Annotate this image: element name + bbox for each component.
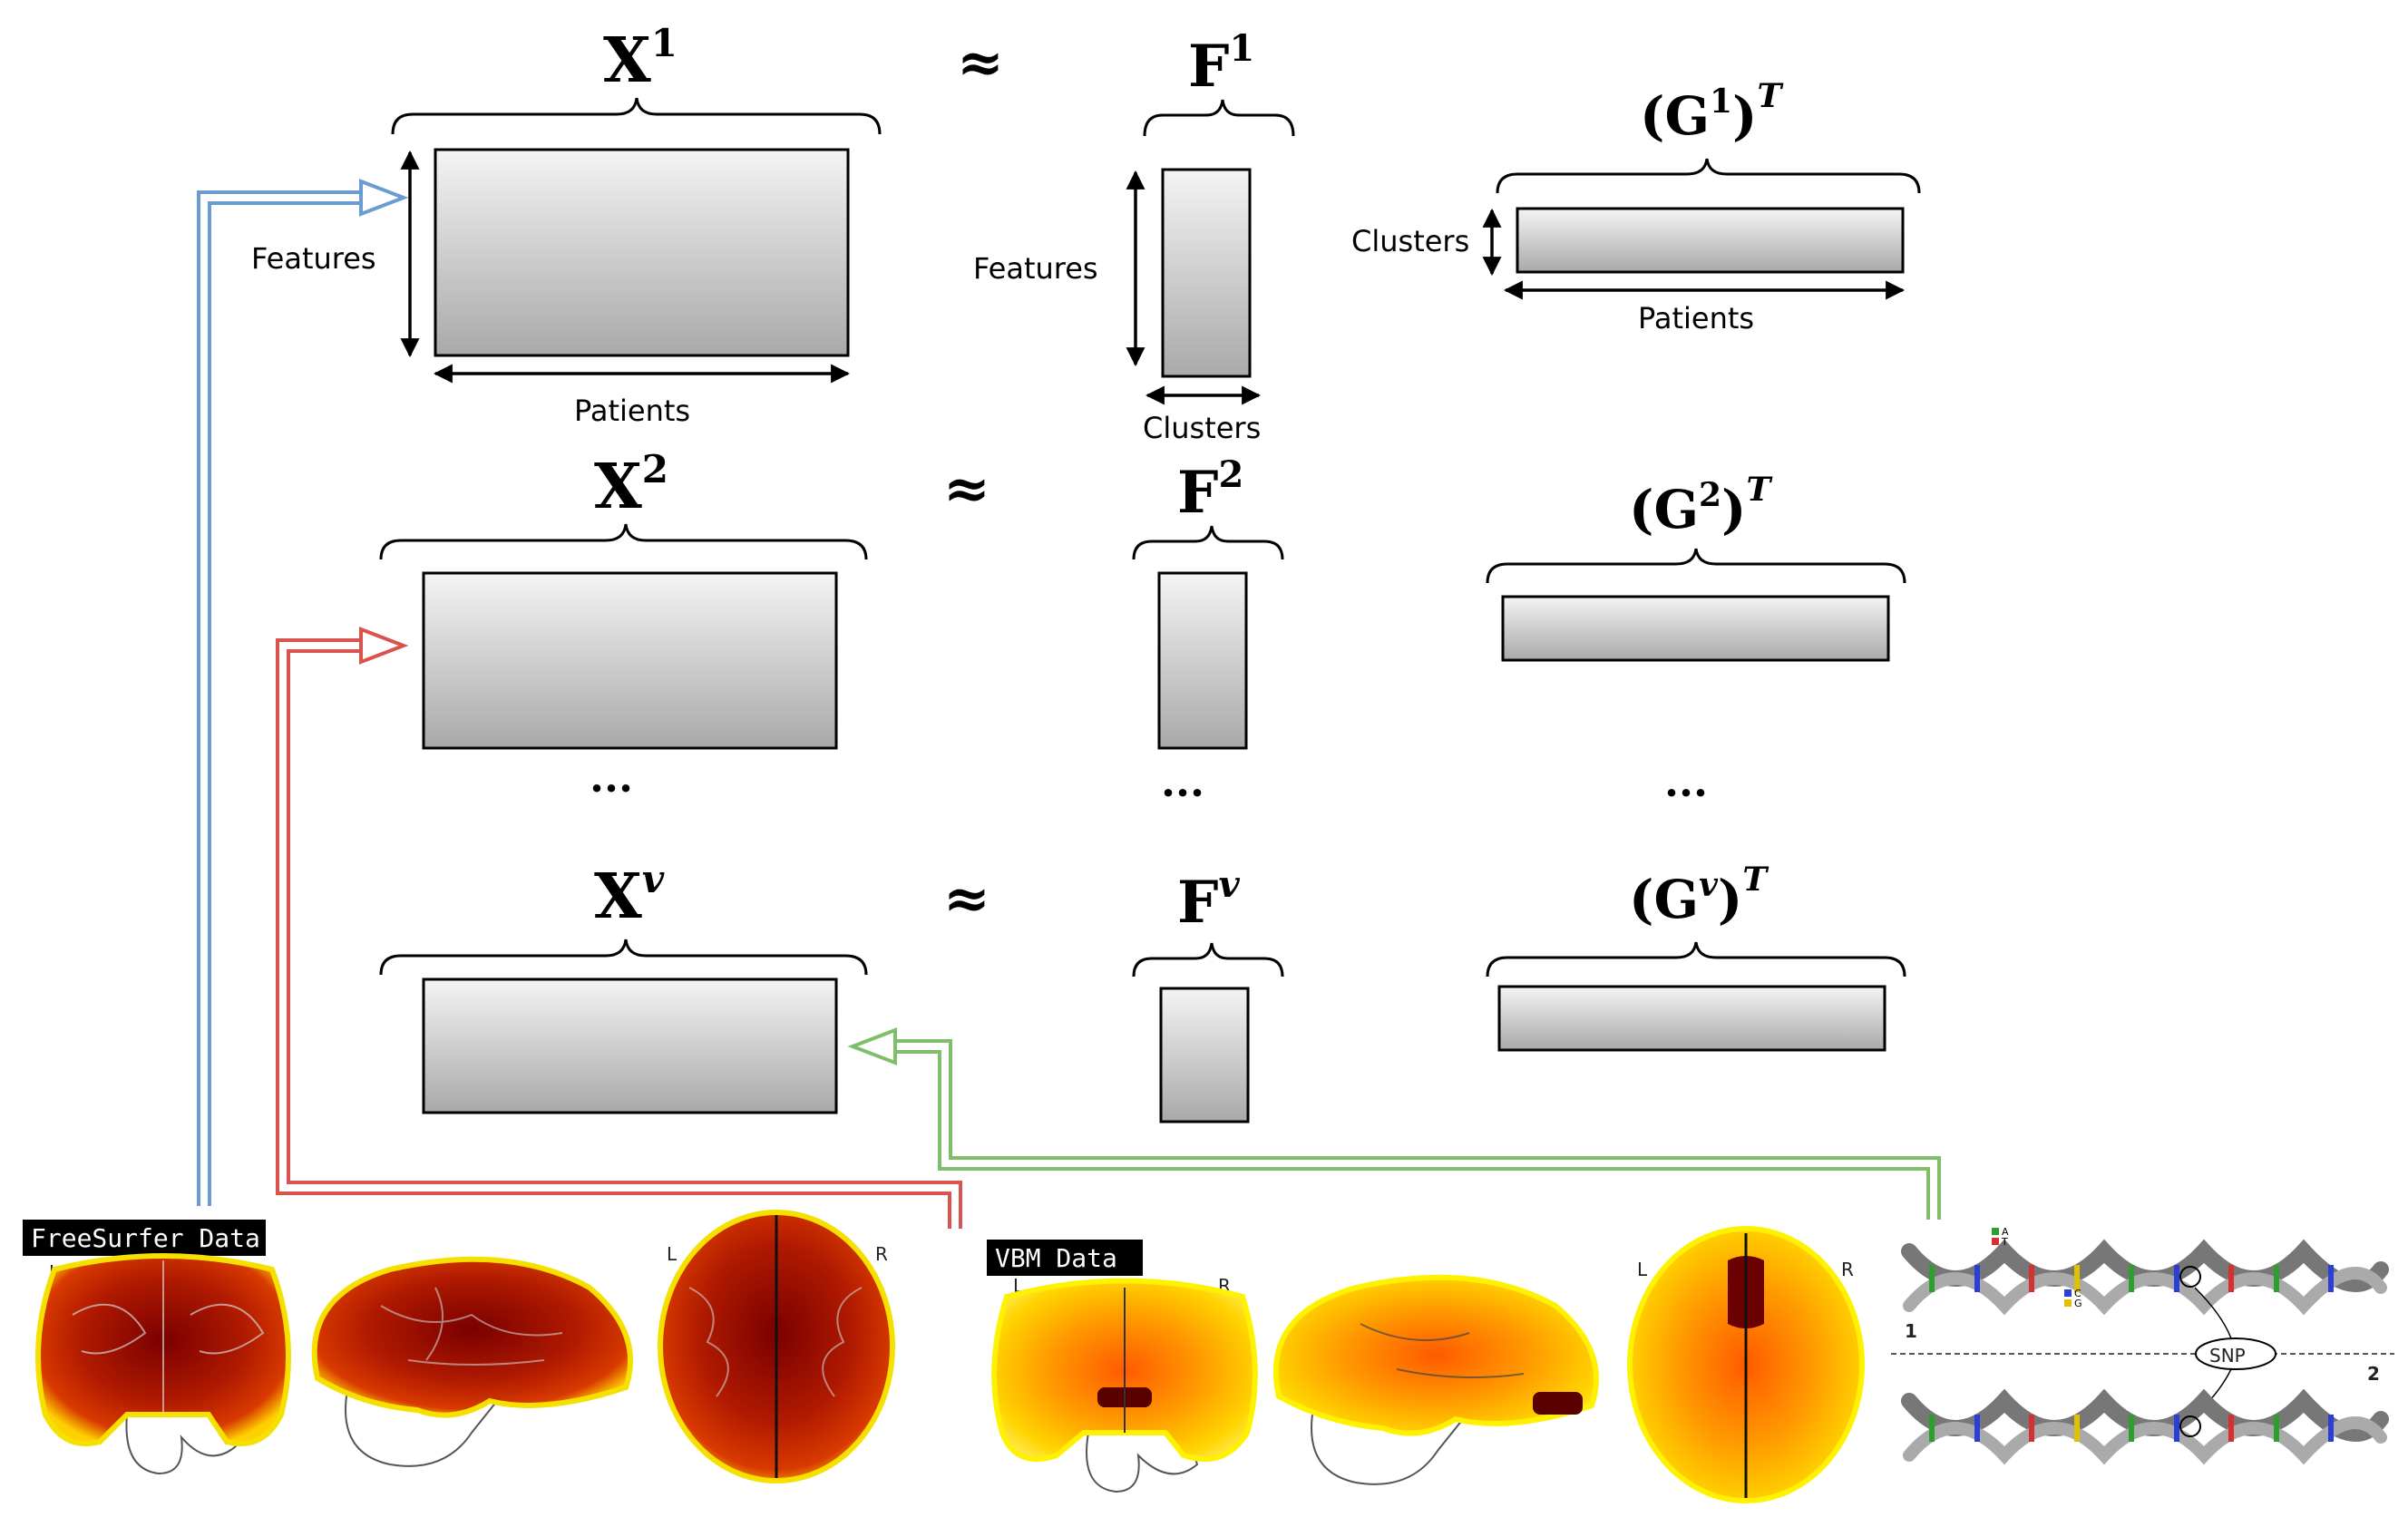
svg-text:L: L [667,1243,678,1265]
vbm-badge [987,1240,1143,1276]
vbm-badge-label: VBM Data [995,1243,1117,1273]
vbm-sagittal-brain-image [1272,1274,1599,1485]
x1-matrix [434,148,850,357]
gv-brace [1486,941,1906,977]
svg-text:T: T [2001,1236,2008,1248]
svg-text:A: A [2002,1226,2009,1238]
vbm-axial-brain-image: L R [1627,1226,1865,1503]
vbm-coronal-brain-image: L R [991,1275,1258,1493]
snp-label: SNP [2209,1345,2246,1367]
f1-clusters-label: Clusters [1143,411,1261,445]
xv-matrix [422,977,838,1114]
svg-text:C: C [2074,1288,2081,1299]
fv-brace [1132,942,1284,977]
g2-symbol: (G2)T [1629,471,1773,540]
x2-matrix [422,571,838,750]
svg-text:G: G [2074,1298,2082,1309]
g1-matrix [1516,207,1905,274]
ellipsis-g: ··· [1664,768,1708,817]
freesurfer-badge [23,1220,266,1256]
row-v: Xv ≈ Fv (Gv)T [379,857,1906,1123]
x2-symbol: X2 [594,447,668,523]
x2-brace [379,523,868,560]
xv-brace [379,939,868,976]
strand-1-label: 1 [1905,1320,1917,1342]
fv-symbol: Fv [1177,863,1240,937]
f1-symbol: F1 [1188,27,1254,101]
f1-matrix [1161,168,1252,378]
svg-text:R: R [1841,1259,1854,1280]
g1-clusters-label: Clusters [1351,224,1469,258]
x1-symbol: X1 [603,21,678,97]
svg-text:R: R [875,1243,888,1265]
freesurfer-panel: FreeSurfer Data L R L R [23,1210,895,1483]
row-1: X1 Features Patients ≈ F1 Features Clust… [251,21,1921,445]
approx-2: ≈ [943,455,990,521]
g2-brace [1486,548,1906,584]
x1-features-label: Features [251,241,376,276]
g1-symbol: (G1)T [1640,77,1784,147]
freesurfer-connector [197,179,409,1206]
gv-matrix [1497,985,1886,1052]
f2-matrix [1157,571,1248,750]
f1-features-label: Features [973,251,1098,286]
dna-strand-2 [1901,1388,2389,1465]
g1-brace [1496,158,1921,194]
strand-2-label: 2 [2367,1363,2380,1385]
x1-patients-label: Patients [574,394,690,428]
snp-connector [847,1027,1941,1220]
approx-1: ≈ [957,29,1004,95]
ellipsis-row: ··· ··· ··· [590,764,1708,817]
g2-matrix [1501,595,1890,662]
x1-brace [391,97,882,135]
gv-symbol: (Gv)T [1629,861,1769,930]
freesurfer-coronal-brain-image: L R [35,1253,291,1475]
xv-symbol: Xv [594,857,665,933]
vbm-panel: VBM Data L R L R [987,1226,1865,1503]
f2-symbol: F2 [1177,453,1243,527]
dna-strand-1 [1901,1239,2389,1316]
base-legend: A T C G [1992,1226,2082,1309]
freesurfer-badge-label: FreeSurfer Data [31,1223,260,1253]
snp-badge [2195,1337,2276,1370]
vbm-connector [276,627,962,1229]
svg-text:L: L [1637,1259,1648,1280]
snp-dna-image: 1 SNP 2 A T C G [1891,1226,2394,1465]
ellipsis-x: ··· [590,764,633,812]
freesurfer-axial-brain-image: L R [658,1210,895,1483]
g1-patients-label: Patients [1638,301,1754,336]
f1-brace [1143,99,1295,137]
freesurfer-sagittal-brain-image [311,1256,633,1467]
approx-v: ≈ [943,865,990,931]
f2-brace [1132,525,1284,560]
fv-matrix [1159,987,1250,1123]
row-2: X2 ≈ F2 (G2)T [379,447,1906,750]
ellipsis-f: ··· [1161,768,1204,817]
